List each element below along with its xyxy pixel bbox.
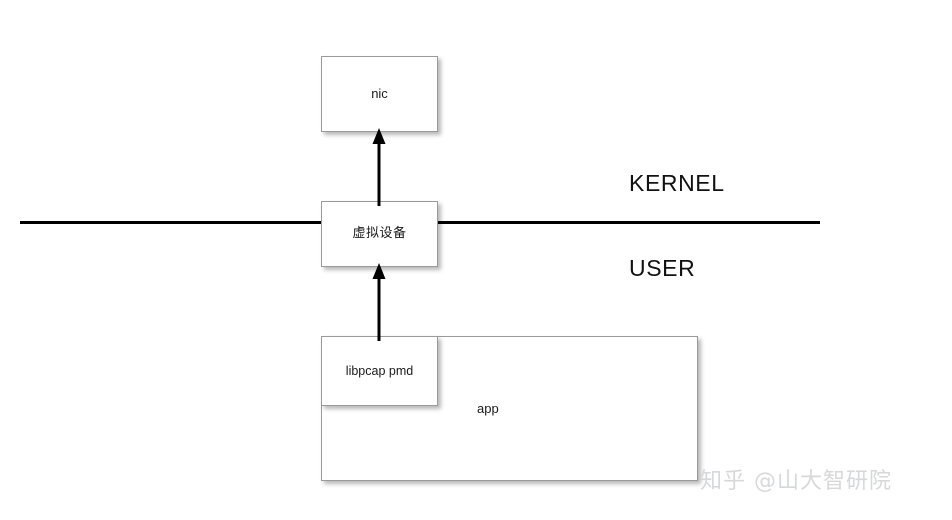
user-zone-label: USER bbox=[629, 255, 696, 281]
node-nic-label: nic bbox=[371, 86, 388, 102]
node-app-label: app bbox=[477, 401, 499, 416]
node-nic[interactable]: nic bbox=[321, 56, 438, 132]
watermark: 知乎 @山大智研院 bbox=[700, 469, 892, 494]
node-libpcap-pmd[interactable]: libpcap pmd bbox=[321, 336, 438, 406]
node-virtual-device-label: 虚拟设备 bbox=[352, 226, 407, 242]
node-libpcap-pmd-label: libpcap pmd bbox=[345, 363, 414, 378]
kernel-zone-label: KERNEL bbox=[629, 170, 725, 196]
node-virtual-device[interactable]: 虚拟设备 bbox=[321, 201, 438, 267]
arrow-virtual-device-to-nic bbox=[372, 128, 386, 206]
arrow-libpcap-pmd-to-virtual-device bbox=[372, 263, 386, 341]
